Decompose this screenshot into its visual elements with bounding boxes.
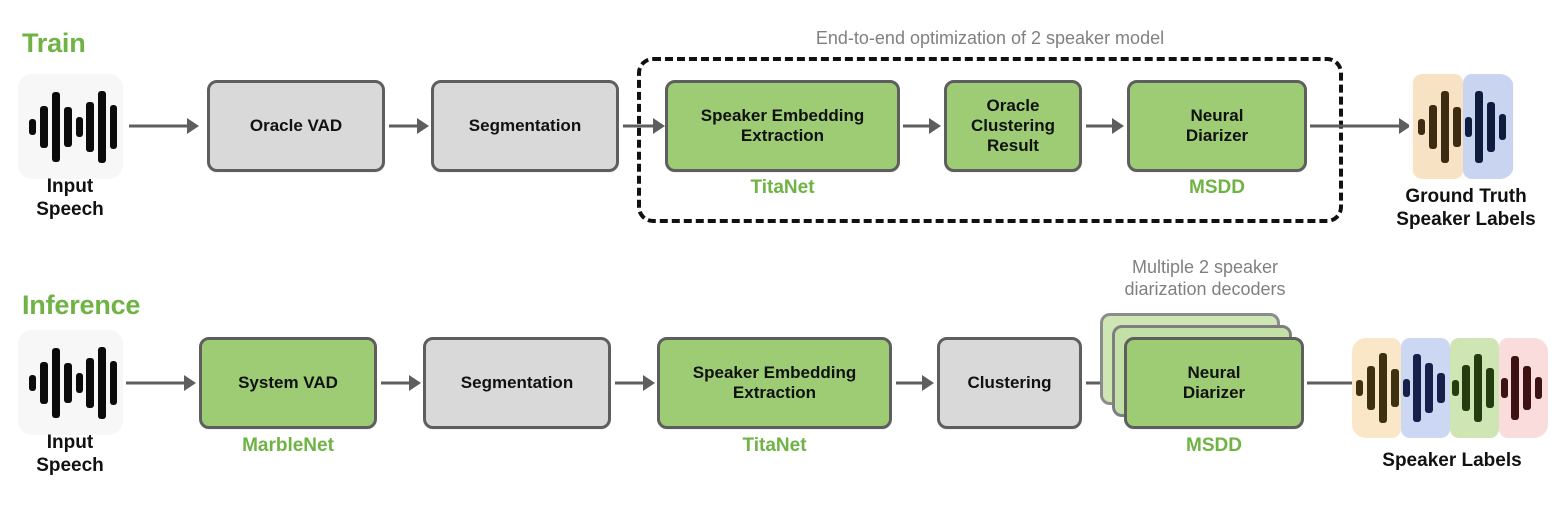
inference-stage-clustering[interactable]: Clustering xyxy=(937,337,1082,429)
inference-stage-neural-diarizer-label: Neural Diarizer xyxy=(1182,362,1246,402)
inference-stage-segmentation[interactable]: Segmentation xyxy=(423,337,611,429)
train-input-caption: Input Speech xyxy=(36,176,104,220)
inference-input-caption: Input Speech xyxy=(36,432,104,476)
inference-decoders-annotation: Multiple 2 speaker diarization decoders xyxy=(1124,257,1286,299)
inference-model-titanet: TitaNet xyxy=(742,435,807,456)
arrow-inference-2 xyxy=(381,375,421,391)
train-stage-oracle-clustering-result-label: Oracle Clustering Result xyxy=(970,95,1056,156)
waveform-segment-speaker-2 xyxy=(1463,74,1513,179)
train-stage-oracle-vad[interactable]: Oracle VAD xyxy=(207,80,385,172)
train-stage-segmentation[interactable]: Segmentation xyxy=(431,80,619,172)
train-stage-speaker-embedding-extraction-label: Speaker Embedding Extraction xyxy=(700,105,865,145)
waveform-segment-speaker-1 xyxy=(1352,338,1401,438)
inference-stage-system-vad-label: System VAD xyxy=(238,372,338,392)
inference-stage-segmentation-label: Segmentation xyxy=(460,372,574,392)
section-label-train: Train xyxy=(22,28,86,58)
train-input-waveform-icon xyxy=(18,74,123,179)
waveform-segment xyxy=(18,74,123,179)
waveform-segment-speaker-2 xyxy=(1401,338,1450,438)
inference-output-caption: Speaker Labels xyxy=(1382,450,1522,471)
waveform-segment xyxy=(18,330,123,435)
arrow-train-2 xyxy=(389,118,429,134)
inference-output-waveform-icon xyxy=(1352,338,1548,438)
train-stage-oracle-vad-label: Oracle VAD xyxy=(249,115,343,135)
section-label-inference: Inference xyxy=(22,290,141,320)
train-stage-oracle-clustering-result[interactable]: Oracle Clustering Result xyxy=(944,80,1082,172)
inference-input-waveform-icon xyxy=(18,330,123,435)
train-stage-speaker-embedding-extraction[interactable]: Speaker Embedding Extraction xyxy=(665,80,900,172)
inference-stage-clustering-label: Clustering xyxy=(967,372,1052,392)
train-stage-segmentation-label: Segmentation xyxy=(468,115,582,135)
inference-model-marblenet: MarbleNet xyxy=(242,435,334,456)
train-stage-neural-diarizer[interactable]: Neural Diarizer xyxy=(1127,80,1307,172)
inference-stage-speaker-embedding-extraction[interactable]: Speaker Embedding Extraction xyxy=(657,337,892,429)
arrow-inference-4 xyxy=(896,375,934,391)
inference-model-msdd: MSDD xyxy=(1186,435,1242,456)
waveform-segment-speaker-3 xyxy=(1450,338,1499,438)
inference-stage-system-vad[interactable]: System VAD xyxy=(199,337,377,429)
arrow-inference-1 xyxy=(126,375,196,391)
waveform-segment-speaker-1 xyxy=(1413,74,1463,179)
arrow-train-1 xyxy=(129,118,199,134)
train-e2e-annotation: End-to-end optimization of 2 speaker mod… xyxy=(815,28,1165,48)
train-output-caption: Ground Truth Speaker Labels xyxy=(1396,186,1536,230)
train-e2e-dashed-box xyxy=(637,57,1343,223)
arrow-inference-3 xyxy=(615,375,655,391)
arrow-train-6 xyxy=(1310,118,1411,134)
train-model-msdd: MSDD xyxy=(1189,177,1245,198)
train-stage-neural-diarizer-label: Neural Diarizer xyxy=(1185,105,1249,145)
inference-stage-speaker-embedding-extraction-label: Speaker Embedding Extraction xyxy=(692,362,857,402)
inference-stage-neural-diarizer[interactable]: Neural Diarizer xyxy=(1124,337,1304,429)
train-output-waveform-icon xyxy=(1409,74,1514,179)
waveform-segment-speaker-4 xyxy=(1499,338,1548,438)
train-model-titanet: TitaNet xyxy=(750,177,815,198)
arrow-train-4 xyxy=(903,118,941,134)
arrow-train-5 xyxy=(1086,118,1124,134)
